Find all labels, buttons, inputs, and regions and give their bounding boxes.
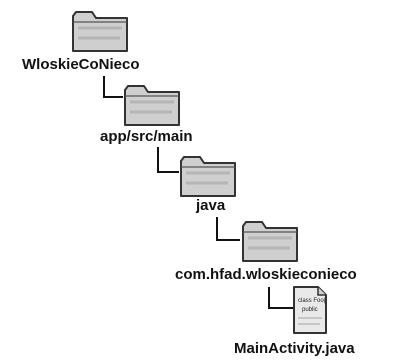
- folder-icon: [124, 85, 180, 126]
- file-text-line1: class Foo{: [298, 298, 326, 304]
- file-text-line2: public: [302, 307, 318, 313]
- level3-folder-label[interactable]: com.hfad.wloskieconieco: [175, 266, 357, 283]
- level1-folder-label[interactable]: app/src/main: [100, 128, 193, 145]
- tree-connector: [268, 287, 294, 309]
- java-file-icon: class Foo{ public: [293, 286, 327, 334]
- tree-connector: [157, 147, 179, 173]
- folder-icon: [180, 156, 236, 197]
- folder-icon: [242, 221, 298, 262]
- root-folder-label[interactable]: WloskieCoNieco: [22, 56, 140, 73]
- file-label[interactable]: MainActivity.java: [234, 340, 355, 357]
- tree-connector: [216, 217, 240, 241]
- tree-connector: [103, 76, 123, 98]
- folder-icon: [72, 11, 128, 52]
- level2-folder-label[interactable]: java: [196, 197, 226, 214]
